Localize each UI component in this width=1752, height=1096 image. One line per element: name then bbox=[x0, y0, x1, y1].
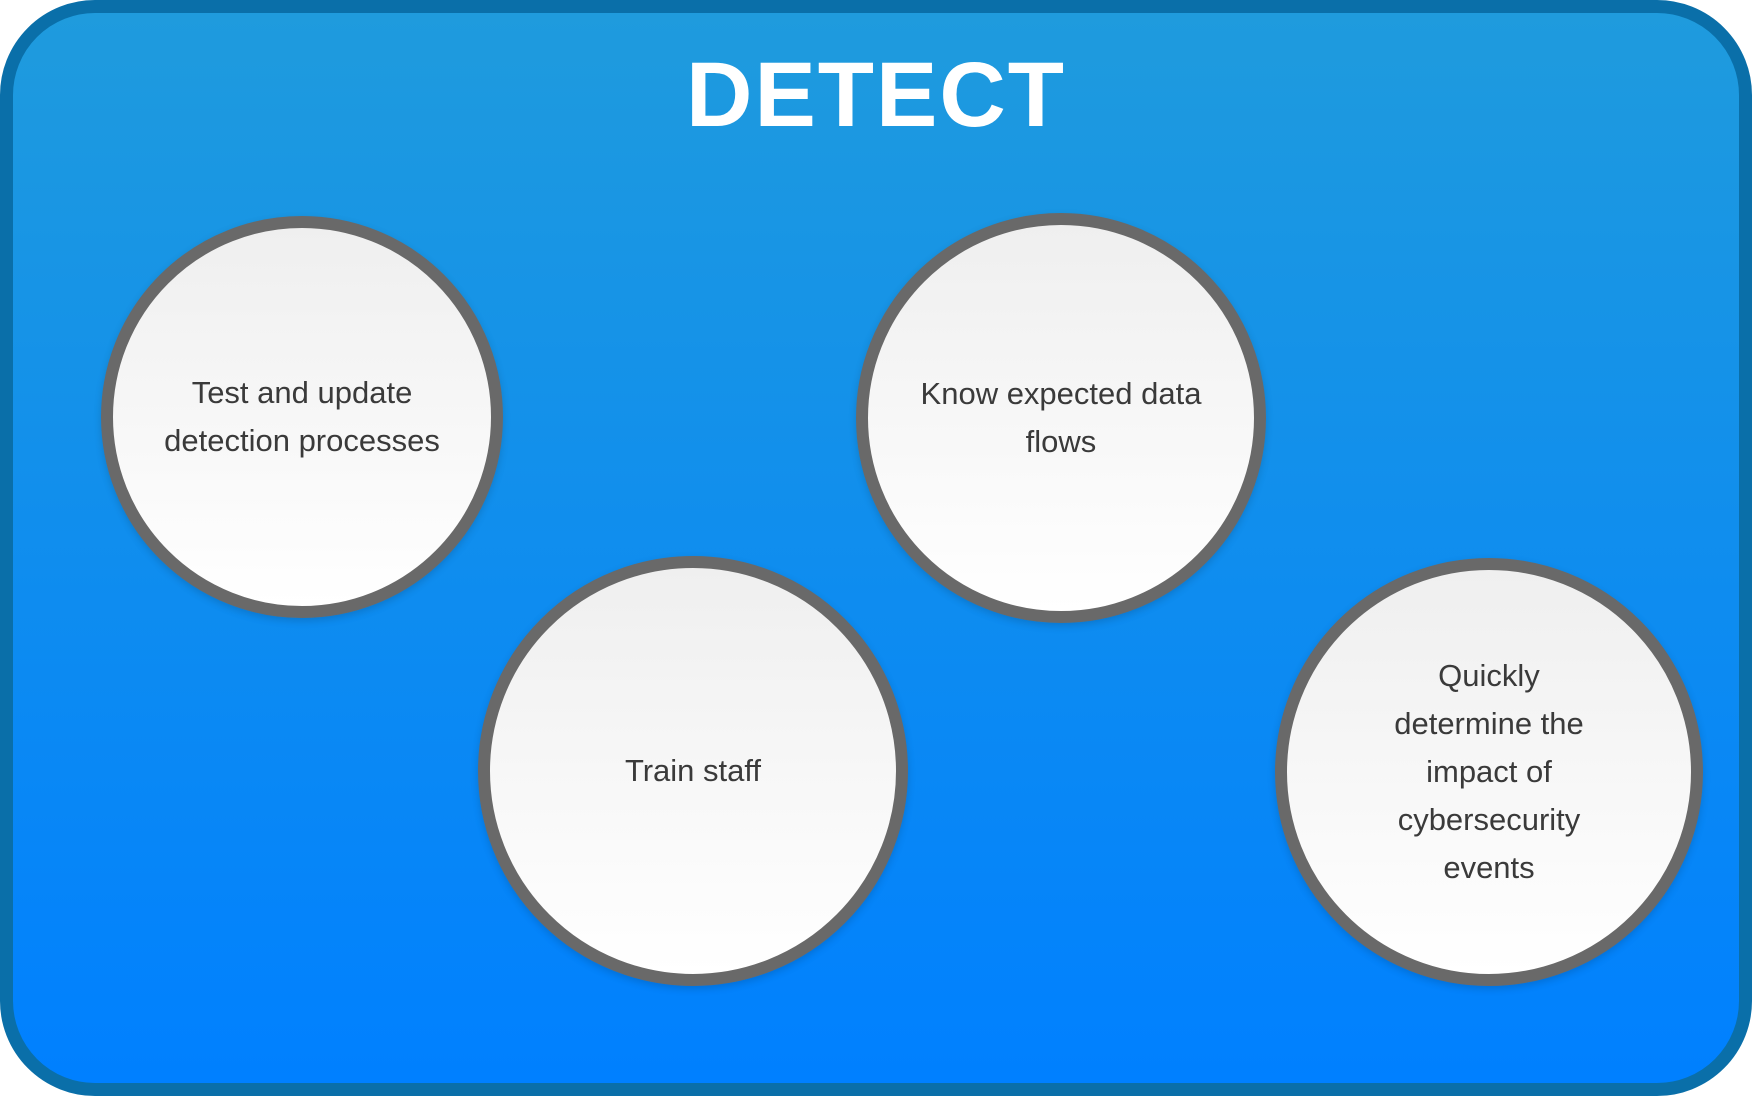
node-label: Know expected data flows bbox=[920, 376, 1202, 459]
node-train-staff: Train staff bbox=[478, 556, 908, 986]
node-label: Train staff bbox=[624, 753, 762, 788]
node-quickly-determine-impact: Quickly determine the impact of cybersec… bbox=[1275, 558, 1703, 986]
diagram-title: DETECT bbox=[686, 44, 1066, 146]
node-test-and-update-detection-processes: Test and update detection processes bbox=[101, 216, 503, 618]
node-label: Test and update detection processes bbox=[164, 375, 440, 458]
node-know-expected-data-flows: Know expected data flows bbox=[856, 213, 1266, 623]
node-label: Quickly determine the impact of cybersec… bbox=[1394, 658, 1584, 885]
